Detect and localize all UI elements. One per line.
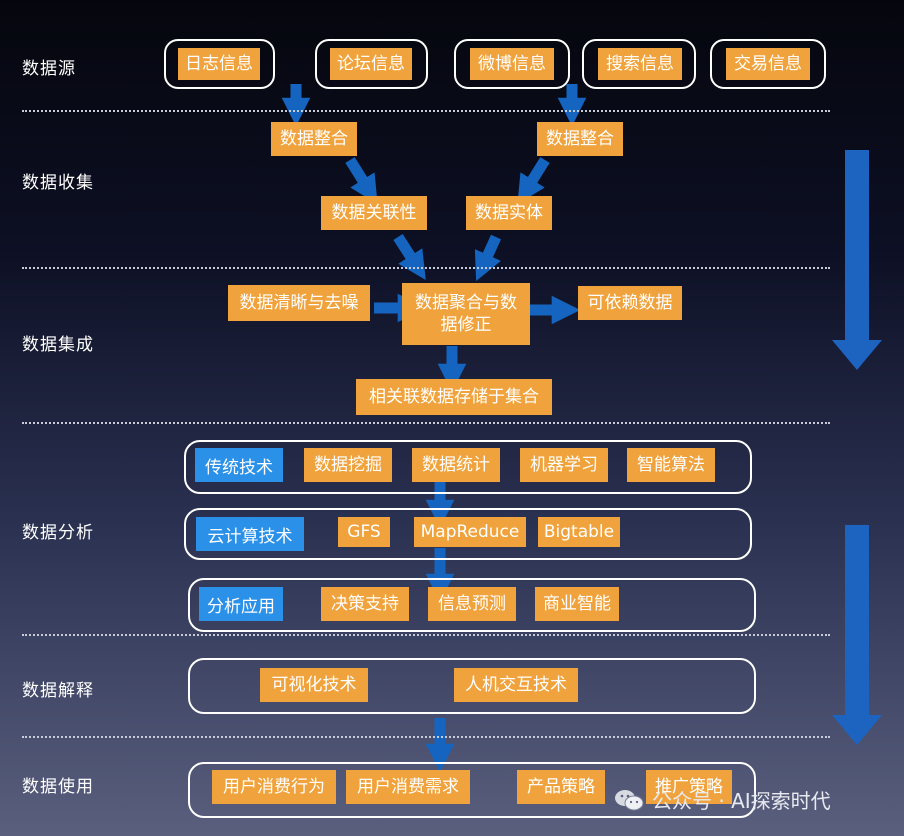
collect-entity: 数据实体 — [466, 196, 552, 230]
source-log: 日志信息 — [178, 48, 260, 80]
analysis-row-traditional — [184, 440, 752, 494]
source-trade: 交易信息 — [726, 48, 810, 80]
arrow-association-to-aggregation — [393, 234, 426, 281]
interpret-row — [188, 658, 756, 714]
analysis-traditional-title: 传统技术 — [195, 448, 283, 482]
analysis-item: 商业智能 — [535, 587, 619, 621]
watermark-text: 公众号 · AI探索时代 — [652, 789, 831, 813]
source-pill — [710, 39, 826, 89]
analysis-item: MapReduce — [414, 517, 526, 547]
divider — [22, 422, 830, 424]
wechat-icon — [615, 789, 644, 810]
collect-integrate-right: 数据整合 — [537, 122, 623, 156]
source-search: 搜索信息 — [598, 48, 682, 80]
source-forum: 论坛信息 — [330, 48, 412, 80]
analysis-row-cloud — [184, 508, 752, 560]
integrate-aggregation: 数据聚合与数据修正 — [402, 283, 530, 345]
divider — [22, 267, 830, 269]
arrow-integrate-to-entity — [517, 157, 550, 205]
analysis-item: 信息预测 — [428, 587, 516, 621]
watermark: 公众号 · AI探索时代 — [614, 785, 831, 814]
stage-label-use: 数据使用 — [22, 777, 94, 797]
source-pill — [164, 39, 275, 89]
stage-label-analyze: 数据分析 — [22, 523, 94, 543]
analysis-application-title: 分析应用 — [199, 587, 283, 621]
source-pill — [454, 39, 570, 89]
integrate-storage: 相关联数据存储于集合 — [356, 379, 552, 415]
collect-association: 数据关联性 — [321, 196, 427, 230]
big-down-arrow-top — [832, 150, 882, 370]
divider — [22, 110, 830, 112]
interpret-visualization: 可视化技术 — [260, 668, 368, 702]
collect-integrate-left: 数据整合 — [271, 122, 357, 156]
divider — [22, 634, 830, 636]
arrow-integrate-to-association — [345, 157, 378, 205]
source-pill — [315, 39, 428, 89]
analysis-item: 智能算法 — [627, 448, 715, 482]
source-weibo: 微博信息 — [470, 48, 554, 80]
divider — [22, 736, 830, 738]
big-down-arrow-bottom — [832, 525, 882, 745]
analysis-item: 数据统计 — [412, 448, 500, 482]
analysis-item: 数据挖掘 — [304, 448, 392, 482]
analysis-cloud-title: 云计算技术 — [196, 517, 304, 551]
analysis-row-application — [188, 578, 756, 632]
interpret-hci: 人机交互技术 — [454, 668, 578, 702]
stage-label-integrate: 数据集成 — [22, 335, 94, 355]
arrow-entity-to-aggregation — [474, 234, 502, 282]
usage-item: 用户消费需求 — [346, 770, 470, 804]
stage-label-interpret: 数据解释 — [22, 681, 94, 701]
usage-item: 产品策略 — [517, 770, 605, 804]
analysis-item: 机器学习 — [520, 448, 608, 482]
analysis-item: GFS — [338, 517, 390, 547]
stage-label-source: 数据源 — [22, 59, 76, 79]
usage-row — [188, 762, 756, 818]
integrate-reliable: 可依赖数据 — [578, 286, 682, 320]
analysis-item: Bigtable — [538, 517, 620, 547]
analysis-item: 决策支持 — [321, 587, 409, 621]
source-pill — [582, 39, 696, 89]
integrate-cleaning: 数据清晰与去噪 — [228, 285, 370, 321]
stage-label-collect: 数据收集 — [22, 173, 94, 193]
usage-item: 推广策略 — [646, 770, 732, 804]
usage-item: 用户消费行为 — [212, 770, 336, 804]
